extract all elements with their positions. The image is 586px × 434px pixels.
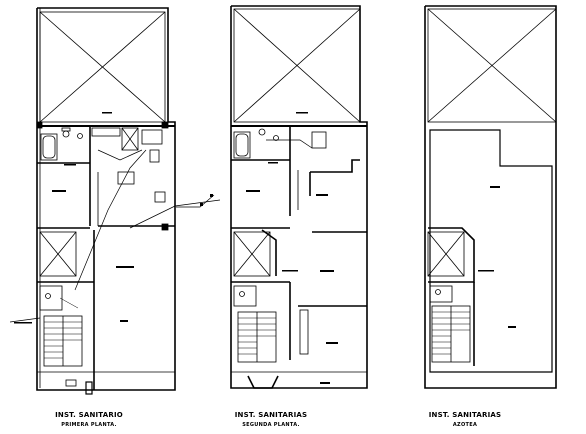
caption-first-floor: INST. SANITARIO PRIMERA PLANTA. (44, 412, 134, 428)
plan-3-room-tags (478, 186, 516, 328)
plan-1-sink (77, 133, 83, 139)
plan-2-bathtub (233, 131, 251, 159)
caption-roof: INST. SANITARIAS AZOTEA (420, 412, 510, 428)
plan-1-laundry (141, 129, 163, 145)
plan-1-column-2 (161, 121, 169, 129)
plan-1-box (154, 191, 166, 203)
caption-second-floor: INST. SANITARIAS SEGUNDA PLANTA. (226, 412, 316, 428)
caption-first-floor-subtitle: PRIMERA PLANTA. (61, 422, 117, 428)
plan-1-stove-x2 (121, 127, 139, 151)
caption-first-floor-title: INST. SANITARIO (55, 411, 123, 419)
plan-2-wall-room (310, 159, 360, 173)
plan-2-pipe (266, 139, 313, 149)
plan-2-balcony (247, 375, 279, 389)
plan-1-landing (39, 231, 77, 277)
plan-2-landing-x2 (233, 231, 271, 277)
plan-3-outer-wall (424, 5, 557, 389)
plan-1-toilet (62, 130, 70, 138)
plan-2-room-tags (246, 112, 338, 384)
plan-2-toilet-2 (239, 291, 245, 297)
plan-3-void-diagonal-2 (427, 8, 557, 123)
caption-second-floor-subtitle: SEGUNDA PLANTA. (242, 422, 300, 428)
plan-3-stair-treads (432, 311, 470, 355)
plan-3-top-void (427, 8, 557, 123)
plan-1-stove (121, 127, 139, 151)
plan-1-pipe-out (129, 199, 221, 229)
plan-1-kitchen-counter (91, 127, 121, 137)
plan-1-bathtub (40, 133, 58, 161)
caption-second-floor-title: INST. SANITARIAS (234, 411, 308, 419)
plan-2-landing (233, 231, 271, 277)
plan-2-bay (261, 229, 277, 276)
plan-2-fixture (311, 131, 327, 149)
plan-1-small-fixture (117, 171, 135, 185)
caption-roof-subtitle: AZOTEA (452, 422, 478, 428)
plan-1-top-void (39, 11, 166, 123)
plan-1-outer-wall (36, 7, 176, 391)
plan-2-sink (273, 135, 279, 141)
plan-2-stair-treads (238, 317, 276, 355)
plan-1-room-tags (14, 112, 134, 324)
plan-1-landing-x2 (39, 231, 77, 277)
plan-3-bay (428, 227, 475, 283)
plan-2-toilet (258, 128, 266, 136)
plan-1-stair-treads (44, 321, 82, 359)
plan-1-bathroom-small (39, 285, 63, 311)
plan-second-floor (230, 5, 368, 389)
plan-3-parapet (429, 129, 553, 373)
connector-fittings (200, 194, 213, 206)
plan-1-bathtub-inner (42, 135, 56, 159)
plan-2-outer-wall (230, 5, 368, 389)
plan-1-pipe-branch (97, 149, 143, 161)
plan-2-closet (299, 309, 309, 355)
plan-1-toilet-2 (45, 293, 51, 299)
plan-2-bathtub-inner (235, 133, 249, 157)
connector-pipe (176, 194, 215, 208)
plan-1-meter-box (85, 381, 93, 395)
plan-1-pipe-street (9, 317, 41, 323)
plan-1-pipe-main (74, 149, 147, 291)
caption-roof-title: INST. SANITARIAS (428, 411, 502, 419)
plan-3-bathroom-small (429, 285, 453, 303)
plan-3-landing (427, 231, 465, 277)
plan-2-top-void (233, 8, 361, 123)
plan-1-tank (149, 149, 160, 163)
plan-2-bathroom-small (233, 285, 257, 307)
plan-1-toilet-tank (61, 127, 71, 132)
plan-1-leader (59, 297, 79, 309)
plan-3-landing-x2 (427, 231, 465, 277)
plan-roof (424, 5, 557, 389)
plan-1-void-diagonal-2 (39, 11, 166, 123)
plan-1-column-1 (36, 121, 43, 129)
plan-3-toilet (435, 289, 441, 295)
plan-1-meter-box-2 (65, 379, 77, 387)
plan-2-void-diagonal-2 (233, 8, 361, 123)
plan-1-column-3 (161, 223, 169, 231)
plan-first-floor (9, 7, 221, 395)
